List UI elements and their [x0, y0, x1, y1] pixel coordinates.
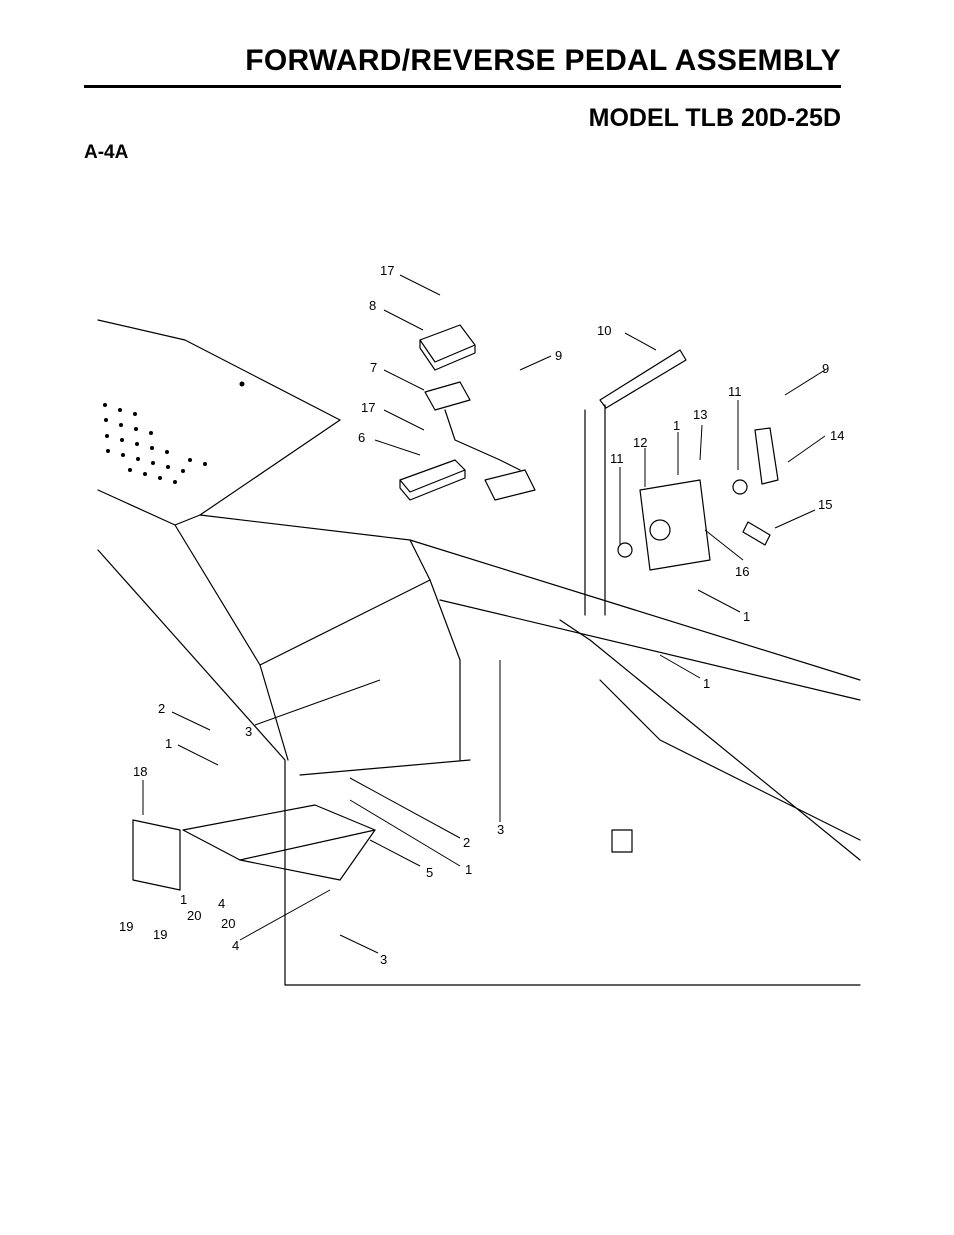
callout-1: 1: [673, 418, 680, 433]
callout-2: 2: [158, 701, 165, 716]
callout-17: 17: [380, 263, 394, 278]
callout-4: 4: [218, 896, 225, 911]
callout-1: 1: [465, 862, 472, 877]
callout-19: 19: [119, 919, 133, 934]
callout-15: 15: [818, 497, 832, 512]
switch-15: [742, 521, 771, 546]
pedal-8: [419, 324, 476, 371]
callout-1: 1: [165, 736, 172, 751]
callout-3: 3: [245, 724, 252, 739]
bracket-12: [617, 479, 748, 571]
hood-outline: [97, 319, 861, 986]
callout-20: 20: [221, 916, 235, 931]
callout-14: 14: [830, 428, 844, 443]
pedal-arm-7: [424, 381, 536, 501]
callout-3: 3: [497, 822, 504, 837]
callout-12: 12: [633, 435, 647, 450]
model-subtitle: MODEL TLB 20D-25D: [588, 104, 841, 132]
callout-9: 9: [555, 348, 562, 363]
callout-10: 10: [597, 323, 611, 338]
callout-18: 18: [133, 764, 147, 779]
callout-1: 1: [703, 676, 710, 691]
callout-16: 16: [735, 564, 749, 579]
callout-7: 7: [370, 360, 377, 375]
callout-5: 5: [426, 865, 433, 880]
callout-9: 9: [822, 361, 829, 376]
callout-11: 11: [610, 451, 624, 466]
callout-6: 6: [358, 430, 365, 445]
figure-id: A-4A: [84, 142, 129, 163]
callout-4: 4: [232, 938, 239, 953]
title-rule: [84, 85, 841, 88]
callout-3: 3: [380, 952, 387, 967]
callout-8: 8: [369, 298, 376, 313]
callout-1: 1: [743, 609, 750, 624]
callout-19: 19: [153, 927, 167, 942]
callout-1: 1: [180, 892, 187, 907]
callout-11: 11: [728, 384, 742, 399]
callout-2: 2: [463, 835, 470, 850]
callout-13: 13: [693, 407, 707, 422]
hood-perforations: [103, 381, 245, 484]
callout-20: 20: [187, 908, 201, 923]
page-title: FORWARD/REVERSE PEDAL ASSEMBLY: [245, 44, 841, 77]
callout-17: 17: [361, 400, 375, 415]
frame-rail: [284, 619, 861, 986]
callout-labels: 17 8 10 9 7 9 17 11 13 1 14 6 12 11 15 1…: [119, 263, 844, 967]
pedal-6: [399, 459, 466, 501]
rod-10: [584, 349, 687, 616]
lever-14: [754, 427, 779, 485]
leader-lines: [142, 274, 826, 954]
step-plate: [132, 804, 376, 891]
